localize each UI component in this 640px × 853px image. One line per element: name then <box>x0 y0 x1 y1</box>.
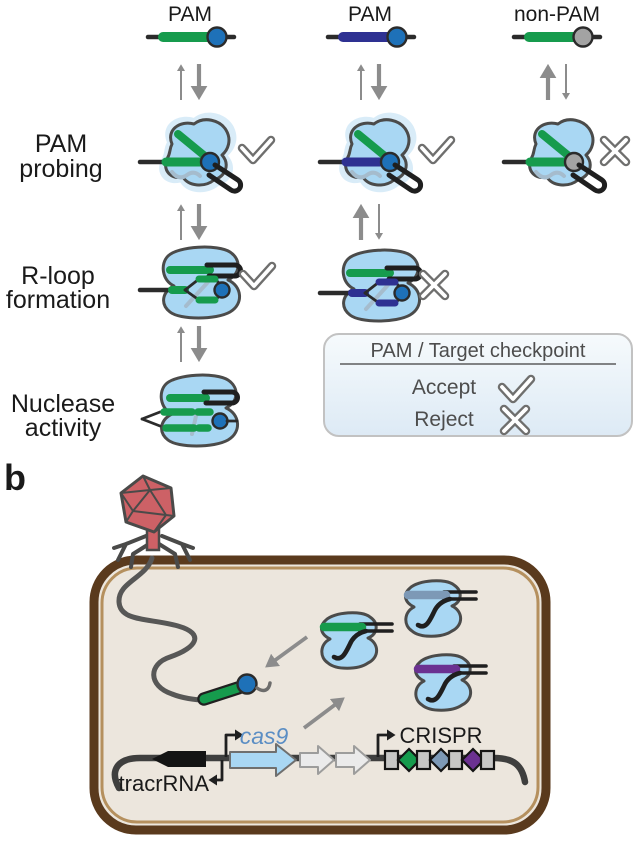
equilibrium-arrows-forward <box>357 64 388 101</box>
sgrna-scaffold-squiggle <box>364 283 390 311</box>
tracrrna-gene-arrow <box>152 751 206 767</box>
cas9-complex-green <box>319 611 394 670</box>
legend-box <box>323 333 633 437</box>
panel-b: b <box>4 457 551 835</box>
column-header-pam-2: PAM <box>348 3 392 26</box>
crispr-array <box>383 747 496 773</box>
panel-a: PAM PAM non-PAM PAM probing R-loop forma… <box>6 3 633 448</box>
equilibrium-arrows-forward <box>177 204 208 241</box>
non-pam-site-dot <box>572 26 594 48</box>
cas9-protein-blob-icon <box>161 245 242 320</box>
equilibrium-arrows-reverse <box>352 203 383 240</box>
cas9-protein-blob-icon <box>319 611 379 670</box>
crispr-repeat <box>447 749 464 771</box>
legend-accept-label: Accept <box>412 376 476 399</box>
phage-dna <box>116 555 272 706</box>
guide-rna-segment <box>174 130 210 161</box>
crispr-promoter-arrow <box>376 729 396 757</box>
accept-check-icon <box>422 140 451 160</box>
checkpoint-legend: PAM / Target checkpoint Accept Reject <box>323 333 633 437</box>
bacteriophage-icon <box>112 474 195 569</box>
sgrna-scaffold-squiggle <box>425 670 463 703</box>
sgrna-scaffold-squiggle <box>534 170 566 180</box>
row-label-nuclease-activity: Nuclease activity <box>11 390 115 442</box>
sgrna-scaffold-squiggle <box>331 628 369 661</box>
cleaved-dna-fork <box>140 410 162 428</box>
equilibrium-arrows-forward <box>177 326 208 363</box>
cas9-pam-probing-non-pam <box>501 118 608 194</box>
reject-cross-icon <box>604 140 626 162</box>
cas9-label: cas9 <box>240 723 289 749</box>
pam-site-dot <box>206 26 228 48</box>
svg-text:R-loop: R-loop <box>21 262 95 290</box>
guide-rna-segment <box>538 130 574 161</box>
accept-check-icon <box>243 266 272 286</box>
legend-reject-label: Reject <box>414 408 474 431</box>
crispr-repeat <box>415 749 432 771</box>
equilibrium-arrows-reverse <box>539 63 570 100</box>
cas9-r-loop-matched <box>137 245 243 320</box>
cas-gene-arrow-3 <box>335 745 371 775</box>
tracrrna-hairpin <box>201 389 240 406</box>
cas9-nuclease-activity <box>140 373 240 448</box>
cas9-pam-probing-matched <box>137 112 244 194</box>
cas-gene-arrow-2 <box>299 745 335 775</box>
cas9-protein-blob-icon <box>413 653 473 712</box>
protospacer-segment <box>199 683 243 704</box>
equilibrium-arrows-forward <box>177 64 208 101</box>
tracrrna-hairpin <box>204 262 243 279</box>
expression-arrow <box>302 697 345 730</box>
cas9-r-loop-mismatched <box>317 248 423 323</box>
cas9-complex-purple <box>413 653 488 712</box>
pam-site-dot <box>213 281 231 299</box>
targeting-arrow <box>265 635 309 668</box>
svg-text:probing: probing <box>19 155 102 183</box>
svg-text:PAM: PAM <box>35 130 87 158</box>
svg-text:Nuclease: Nuclease <box>11 390 115 418</box>
tracrrna-hairpin <box>386 162 424 194</box>
tracrrna-promoter-arrow <box>208 760 224 786</box>
svg-text:activity: activity <box>25 414 102 442</box>
column-header-non-pam: non-PAM <box>514 3 600 26</box>
cas9-promoter-arrow <box>224 729 244 757</box>
row-label-r-loop-formation: R-loop formation <box>6 262 110 314</box>
guide-rna-segment <box>354 130 390 161</box>
accept-check-icon <box>242 140 271 160</box>
legend-title: PAM / Target checkpoint <box>371 340 586 362</box>
dna-pam-navy-target <box>325 26 417 48</box>
sgrna-scaffold-squiggle <box>184 280 210 308</box>
cas9-gene-arrow <box>229 743 297 777</box>
reject-cross-icon <box>423 274 445 296</box>
pam-site-dot <box>236 673 258 695</box>
pam-site-dot <box>211 412 229 430</box>
crispr-locus: tracrRNA cas9 CRISPR <box>111 723 529 796</box>
crispr-repeat <box>383 749 400 771</box>
pam-site-dot <box>393 284 411 302</box>
cell-membrane-inner <box>100 566 540 824</box>
dna-non-pam-green-target <box>511 26 603 48</box>
cas9-protein-blob-icon <box>341 248 422 323</box>
sgrna-scaffold-squiggle <box>350 170 382 180</box>
dna-end-curl <box>255 681 272 693</box>
phage-dna-squiggle <box>116 555 207 703</box>
cas9-protein-blob-icon <box>403 579 463 638</box>
crispr-label: CRISPR <box>399 723 482 748</box>
tracrrna-hairpin <box>206 162 244 194</box>
row-label-pam-probing: PAM probing <box>19 130 102 183</box>
cas9-pam-probing-mismatched <box>317 112 424 194</box>
sgrna-scaffold-squiggle <box>415 596 453 629</box>
crispr-repeat <box>479 749 496 771</box>
tracrrna-hairpin <box>570 162 608 194</box>
cas9-complex-slate <box>403 579 478 638</box>
tracrrna-label: tracrRNA <box>119 771 210 796</box>
pam-site-dot <box>386 26 408 48</box>
svg-text:formation: formation <box>6 286 110 314</box>
panel-b-label: b <box>4 457 26 498</box>
column-header-pam-1: PAM <box>168 3 212 26</box>
dna-pam-green-target <box>145 26 237 48</box>
sgrna-scaffold-squiggle <box>170 170 202 180</box>
